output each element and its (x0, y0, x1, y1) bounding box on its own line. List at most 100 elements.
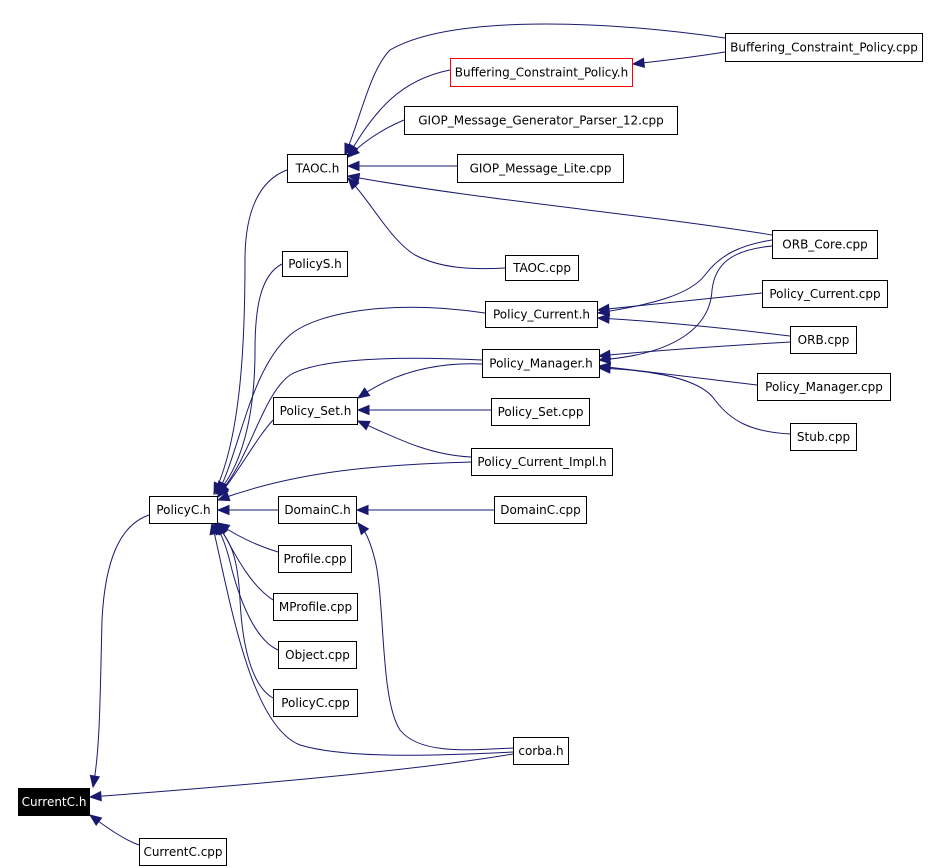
edge-orb_cpp-to-policy_manager_h (598, 341, 791, 357)
edge-buffering_cpp-to-buffering_h (632, 51, 726, 65)
edge-corba_h-to-currentc_h (89, 753, 514, 798)
node-box (513, 737, 569, 765)
node-currentc-cpp[interactable]: CurrentC.cpp (139, 838, 227, 866)
node-policy-set-h[interactable]: Policy_Set.h (273, 397, 358, 425)
node-label: corba.h (518, 744, 563, 758)
node-label: Policy_Set.h (280, 404, 352, 418)
arrowhead-corba_h-to-currentc_h (88, 790, 102, 802)
node-label: Object.cpp (285, 648, 350, 662)
edge-policy_manager_cpp-to-policy_manager_h (598, 365, 758, 386)
edge-taoc_cpp-to-taoc_h (347, 177, 506, 270)
node-label: PolicyC.cpp (281, 696, 350, 710)
node-label: TAOC.cpp (512, 261, 571, 275)
edge-orb_core_cpp-to-policy_manager_h (598, 245, 773, 361)
arrowhead-domainc_h-to-policyc_h (216, 504, 230, 516)
node-domainc-h[interactable]: DomainC.h (278, 496, 357, 524)
node-label: Policy_Current.h (493, 308, 590, 322)
node-label: Stub.cpp (797, 430, 850, 444)
node-label: PolicyC.h (156, 503, 210, 517)
node-policy-current-h[interactable]: Policy_Current.h (485, 301, 598, 328)
node-box (725, 33, 923, 62)
node-label: GIOP_Message_Generator_Parser_12.cpp (418, 114, 664, 128)
node-taoc-cpp[interactable]: TAOC.cpp (505, 255, 579, 281)
arrowhead-domainc_cpp-to-domainc_h (355, 504, 369, 516)
edge-policy_current_impl_h-to-policyc_h (217, 461, 472, 501)
node-mprofile-cpp[interactable]: MProfile.cpp (273, 593, 358, 621)
node-box (491, 398, 590, 426)
node-box (282, 251, 348, 277)
node-label: CurrentC.h (22, 795, 87, 809)
node-box (278, 496, 357, 524)
arrowhead-taoc_cpp-to-taoc_h (347, 177, 360, 191)
graph-nodes: Buffering_Constraint_Policy.cppBuffering… (18, 33, 923, 866)
node-policy-manager-cpp[interactable]: Policy_Manager.cpp (757, 373, 891, 401)
edge-object_cpp-to-policyc_h (214, 522, 279, 651)
node-label: Buffering_Constraint_Policy.cpp (730, 41, 918, 55)
node-box (757, 373, 891, 401)
node-policy-manager-h[interactable]: Policy_Manager.h (482, 349, 600, 378)
edge-buffering_h-to-taoc_h (347, 69, 451, 157)
arrowhead-orb_core_cpp-to-taoc_h (346, 172, 361, 184)
edge-policy_manager_h-to-policyc_h (217, 357, 483, 496)
node-box (18, 788, 90, 816)
node-box (278, 641, 357, 669)
graph-arrowheads (88, 57, 646, 827)
node-box (450, 58, 633, 87)
node-label: Policy_Current_Impl.h (477, 455, 606, 469)
node-box (287, 154, 348, 183)
node-box (139, 838, 227, 866)
node-label: DomainC.h (284, 503, 350, 517)
node-box (790, 326, 857, 354)
node-box (485, 301, 598, 328)
edge-orb_cpp-to-policy_current_h (597, 317, 791, 337)
node-box (404, 106, 678, 135)
node-policy-current-cpp[interactable]: Policy_Current.cpp (762, 280, 888, 308)
edge-orb_core_cpp-to-taoc_h (347, 175, 773, 236)
node-giop-lite-cpp[interactable]: GIOP_Message_Lite.cpp (457, 154, 624, 183)
node-policyc-cpp[interactable]: PolicyC.cpp (273, 689, 358, 717)
node-currentc-h[interactable]: CurrentC.h (18, 788, 90, 816)
node-box (505, 255, 579, 281)
node-orb-cpp[interactable]: ORB.cpp (790, 326, 857, 354)
node-giop-gen-cpp[interactable]: GIOP_Message_Generator_Parser_12.cpp (404, 106, 678, 135)
arrowhead-buffering_cpp-to-buffering_h (631, 57, 646, 68)
node-profile-cpp[interactable]: Profile.cpp (278, 545, 352, 573)
node-buffering-h[interactable]: Buffering_Constraint_Policy.h (450, 58, 633, 87)
edge-corba_h-to-policyc_h (211, 522, 514, 756)
edge-stub_cpp-to-policy_manager_h (598, 367, 791, 435)
node-object-cpp[interactable]: Object.cpp (278, 641, 357, 669)
arrowhead-policyc_h-to-currentc_h (89, 774, 101, 789)
arrowhead-policy_set_cpp-to-policy_set_h (356, 404, 370, 416)
arrowhead-orb_core_cpp-to-policy_current_h (596, 306, 611, 317)
edge-buffering_cpp-to-taoc_h (344, 23, 726, 156)
node-taoc-h[interactable]: TAOC.h (287, 154, 348, 183)
node-box (273, 593, 358, 621)
node-policyc-h[interactable]: PolicyC.h (149, 496, 218, 524)
node-box (273, 397, 358, 425)
edge-policy_manager_h-to-policy_set_h (357, 363, 483, 399)
arrowhead-policy_current_impl_h-to-policyc_h (216, 491, 231, 502)
node-stub-cpp[interactable]: Stub.cpp (790, 423, 857, 451)
node-box (471, 448, 613, 476)
node-policys-h[interactable]: PolicyS.h (282, 251, 348, 277)
edge-policyc_h-to-currentc_h (92, 514, 150, 788)
edge-policys_h-to-policyc_h (215, 263, 283, 495)
node-box (772, 230, 878, 259)
node-corba-h[interactable]: corba.h (513, 737, 569, 765)
node-policy-current-impl-h[interactable]: Policy_Current_Impl.h (471, 448, 613, 476)
node-box (273, 689, 358, 717)
edge-policy_current_h-to-policyc_h (217, 306, 486, 494)
node-domainc-cpp[interactable]: DomainC.cpp (494, 496, 587, 524)
node-label: DomainC.cpp (500, 503, 581, 517)
node-box (149, 496, 218, 524)
arrowhead-policy_current_impl_h-to-policy_set_h (356, 420, 371, 431)
node-label: Buffering_Constraint_Policy.h (455, 66, 628, 80)
node-buffering-cpp[interactable]: Buffering_Constraint_Policy.cpp (725, 33, 923, 62)
node-box (457, 154, 624, 183)
node-label: CurrentC.cpp (143, 845, 222, 859)
node-orb-core-cpp[interactable]: ORB_Core.cpp (772, 230, 878, 259)
node-policy-set-cpp[interactable]: Policy_Set.cpp (491, 398, 590, 426)
arrowhead-orb_core_cpp-to-policy_manager_h (597, 353, 611, 365)
node-box (790, 423, 857, 451)
